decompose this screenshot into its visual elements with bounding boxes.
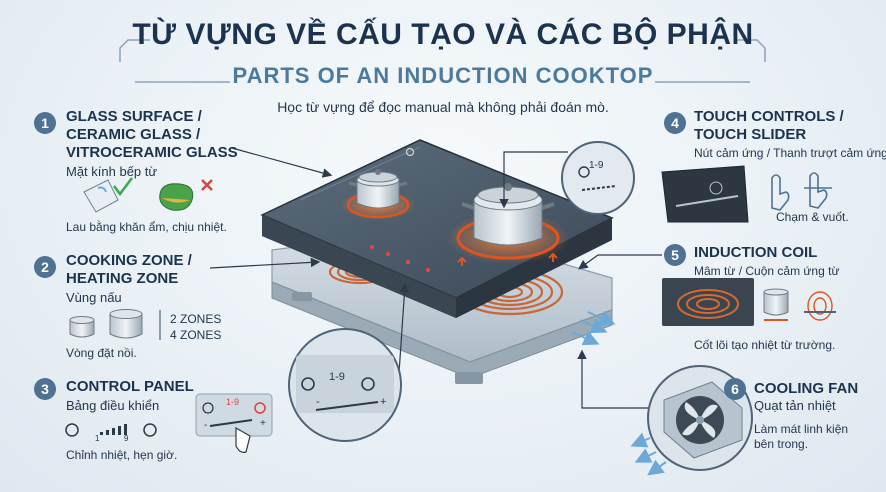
part-number-4: 4 [664,112,686,134]
sponge-icon [159,179,213,211]
cloth-icon [83,177,133,213]
pot-icon [348,169,408,209]
swipe-icon [804,172,832,209]
part-note-4: Chạm & vuốt. [776,210,849,224]
part-number-3: 3 [34,378,56,400]
fan-icon [630,365,753,476]
zone-label-4: 4 ZONES [170,328,222,342]
zone-pots-icon [69,309,161,340]
range-end: 9 [124,434,129,443]
part-number-5: 5 [664,244,686,266]
part-heading-3: CONTROL PANEL [66,378,194,395]
part-heading-2: COOKING ZONE / HEATING ZONE [66,252,192,287]
zoom-plus: + [380,396,387,408]
part-note-6: Làm mát linh kiện bên trong. [754,422,849,451]
range-start: 1 [95,434,100,443]
part-note-1: Lau bằng khăn ẩm, chịu nhiệt. [66,220,227,234]
part-vi-1: Mặt kính bếp từ [66,164,158,179]
touch-slider-illustration [661,165,749,223]
part-vi-6: Quạt tản nhiệt [754,398,836,413]
glass-power-mark [405,147,415,157]
base-foot [292,292,312,301]
card-minus: - [204,420,208,431]
page-subtitle: PARTS OF AN INDUCTION COOKTOP [232,63,654,88]
part-note-2: Vòng đặt nồi. [66,346,137,360]
power-icon [361,377,375,391]
part-note-3: Chỉnh nhiệt, hẹn giờ. [66,448,178,462]
tagline: Học từ vựng để đọc manual mà không phải … [277,99,609,115]
part-vi-5: Mâm từ / Cuộn cảm ứng từ [694,264,840,278]
timer-icon [65,423,79,437]
hand-icon [235,426,251,453]
leader-lines [209,147,662,409]
part-note-5: Cốt lõi tạo nhiệt từ trường. [694,338,836,352]
timer-icon [578,166,590,178]
coil-illustration [662,278,836,326]
part-heading-1: GLASS SURFACE / CERAMIC GLASS / VITROCER… [66,108,238,161]
touch-controls-zoom [561,141,635,215]
power-icon [143,423,157,437]
glass-control-strip [370,245,430,272]
zone-label-2: 2 ZONES [170,312,222,326]
part-number-6: 6 [724,378,746,400]
airflow-arrows [571,310,616,346]
part-heading-6: COOLING FAN [754,380,859,397]
touch-timer-digits: 1-9 [589,160,604,171]
part-number-1: 1 [34,112,56,134]
card-plus: + [260,418,266,429]
zoom-minus: - [316,396,320,408]
part-vi-2: Vùng nấu [66,290,122,305]
page-title: TỪ VỰNG VỀ CẤU TẠO VÀ CÁC BỘ PHẬN [132,18,754,51]
part-heading-4: TOUCH CONTROLS / TOUCH SLIDER [694,108,844,143]
control-panel-zoom [288,328,402,442]
pot-icon [763,291,789,316]
part-vi-4: Nút cảm ứng / Thanh trượt cảm ứng [694,146,886,160]
base-foot [455,372,483,384]
card-timer-digits: 1-9 [226,397,240,407]
control-panel-illustration [65,393,273,453]
part-vi-3: Bảng điều khiển [66,398,160,413]
hand-icon [771,174,790,211]
timer-icon [301,377,315,391]
title-ornament [119,39,766,83]
cross-icon [201,179,213,191]
part-heading-5: INDUCTION COIL [694,244,818,261]
check-icon [113,177,133,197]
part-number-2: 2 [34,256,56,278]
zoom-timer-digits: 1-9 [329,371,345,383]
